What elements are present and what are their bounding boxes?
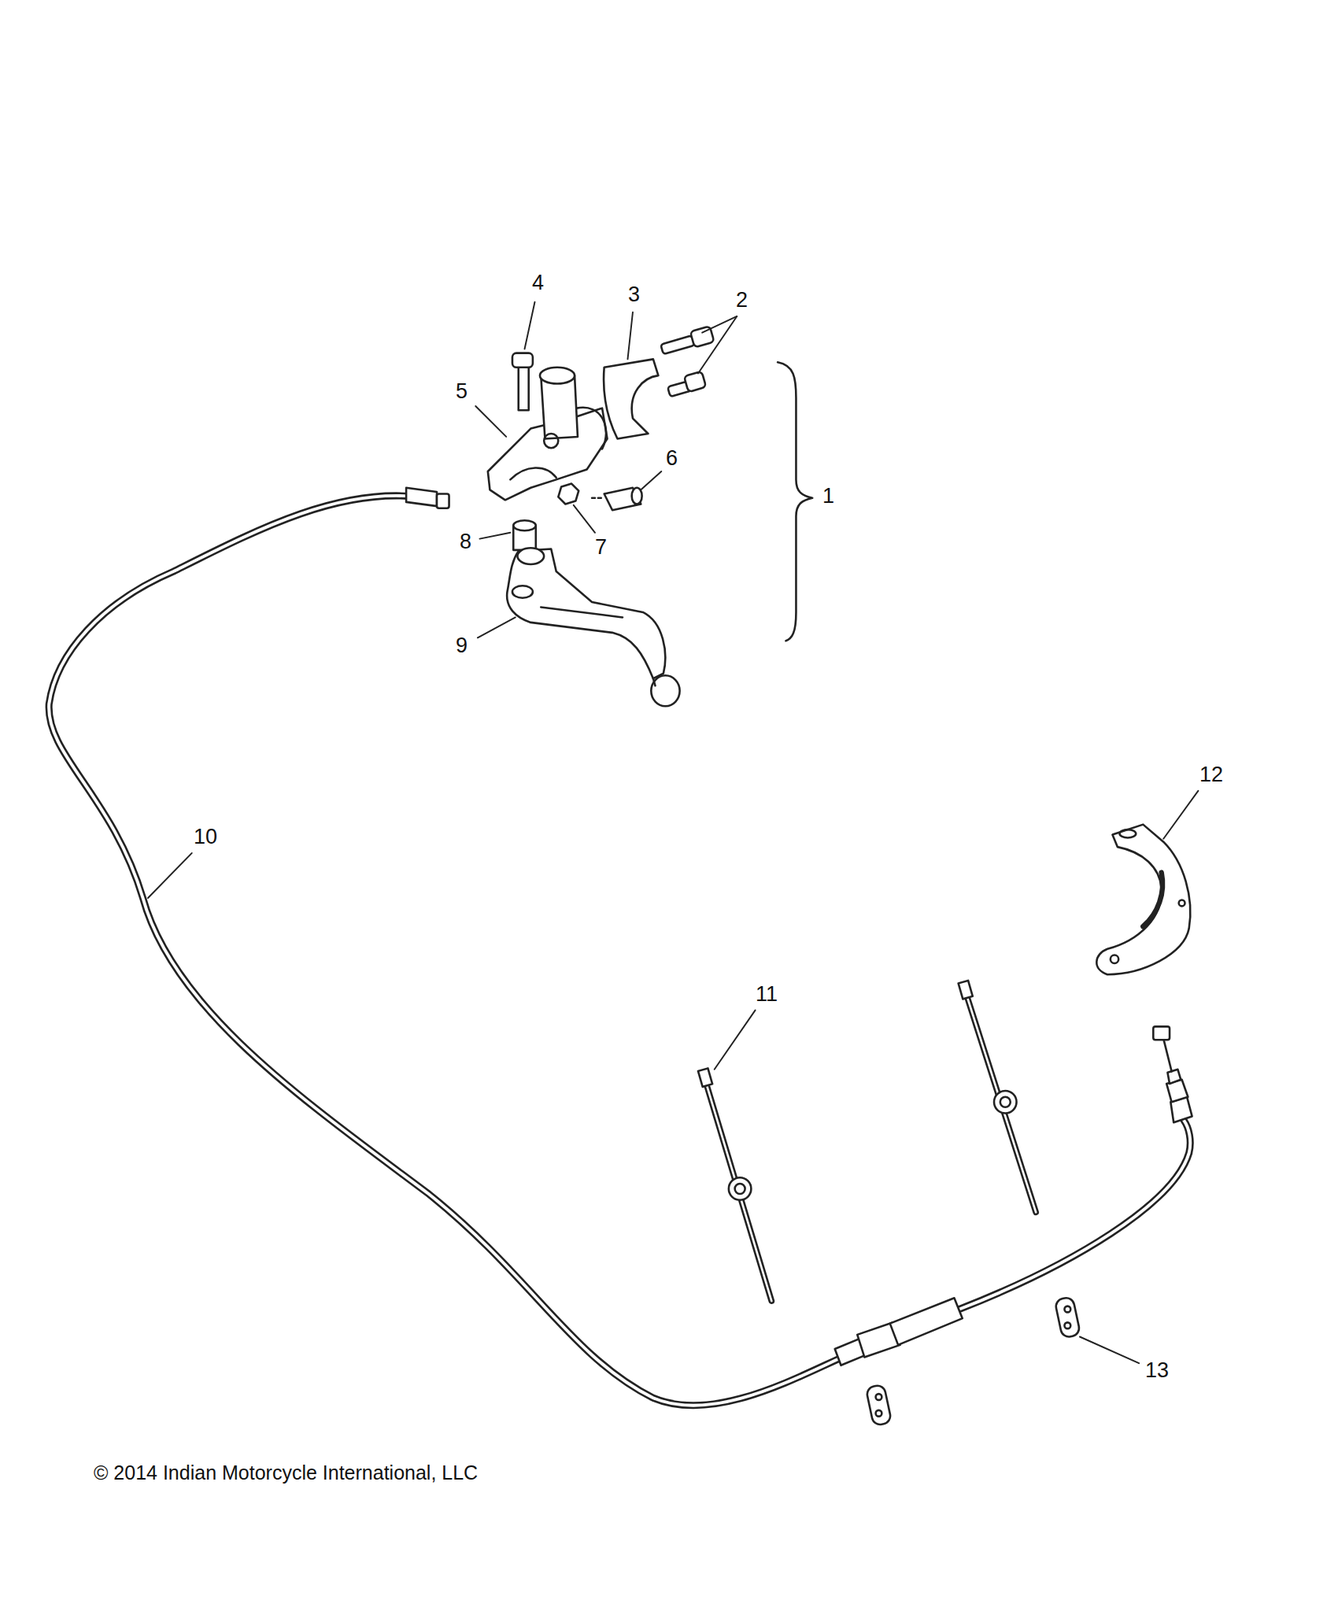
callout-number: 2	[734, 288, 750, 312]
callout-number: 8	[458, 530, 474, 554]
callout-number: 4	[530, 271, 546, 295]
callout-number: 11	[754, 983, 780, 1006]
callout-number: 5	[454, 380, 470, 403]
callout-number: 13	[1143, 1359, 1171, 1383]
callout-number: 12	[1197, 763, 1225, 787]
copyright-note: © 2014 Indian Motorcycle International, …	[92, 1462, 480, 1484]
callout-number: 9	[454, 634, 470, 658]
callout-number: 6	[664, 447, 680, 470]
callout-number: 7	[593, 535, 609, 559]
callout-number: 10	[192, 825, 219, 849]
callout-number: 1	[820, 484, 836, 508]
callout-number: 3	[626, 283, 642, 307]
